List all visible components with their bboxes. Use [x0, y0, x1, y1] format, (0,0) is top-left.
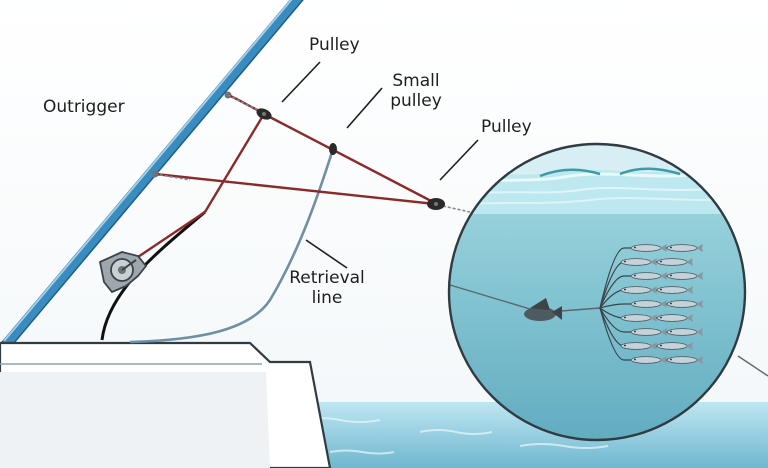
- baitfish-icon: [630, 244, 667, 252]
- baitfish-icon: [656, 258, 693, 266]
- pulley-top: [256, 108, 272, 120]
- baitfish-icon: [656, 286, 693, 294]
- spreader-arm: [599, 247, 700, 309]
- label-retrieval-line-line1: Retrieval: [289, 268, 365, 288]
- spreader-arm: [599, 307, 700, 333]
- label-retrieval-line: Retrieval line: [282, 268, 372, 308]
- underwater-inset: [447, 142, 747, 442]
- baitfish-group: [599, 244, 703, 364]
- spreader-arm: [599, 307, 700, 361]
- label-small-pulley-line2: pulley: [390, 91, 442, 111]
- line-exit-right: [737, 355, 768, 377]
- label-pulley-right: Pulley: [481, 117, 532, 137]
- baitfish-icon: [656, 314, 693, 322]
- baitfish-icon: [630, 356, 667, 364]
- baitfish-icon: [630, 328, 667, 336]
- baitfish-icon: [656, 342, 693, 350]
- label-small-pulley-line1: Small: [392, 71, 440, 91]
- pointer-lines: [281, 61, 479, 269]
- baitfish-icon: [666, 244, 703, 252]
- baitfish-icon: [630, 272, 667, 280]
- baitfish-icon: [620, 314, 657, 322]
- baitfish-icon: [666, 356, 703, 364]
- baitfish-icon: [620, 342, 657, 350]
- baitfish-icon: [666, 328, 703, 336]
- bird-teaser-icon: [524, 298, 562, 321]
- pole-cable-upper: [227, 94, 265, 114]
- label-small-pulley: Small pulley: [384, 71, 448, 111]
- baitfish-icon: [666, 300, 703, 308]
- pole-cable-lower: [154, 173, 191, 181]
- reel-icon: [98, 251, 148, 294]
- baitfish-icon: [630, 300, 667, 308]
- label-retrieval-line-line2: line: [311, 288, 343, 308]
- spreader-arm: [599, 275, 700, 309]
- label-outrigger: Outrigger: [43, 97, 125, 117]
- spreader-arm: [599, 303, 700, 309]
- label-pulley-top: Pulley: [309, 35, 360, 55]
- baitfish-icon: [666, 272, 703, 280]
- small-pulley: [329, 143, 337, 155]
- boat-hull: [0, 341, 332, 468]
- baitfish-icon: [620, 286, 657, 294]
- baitfish-icon: [620, 258, 657, 266]
- pulley-right: [427, 198, 445, 210]
